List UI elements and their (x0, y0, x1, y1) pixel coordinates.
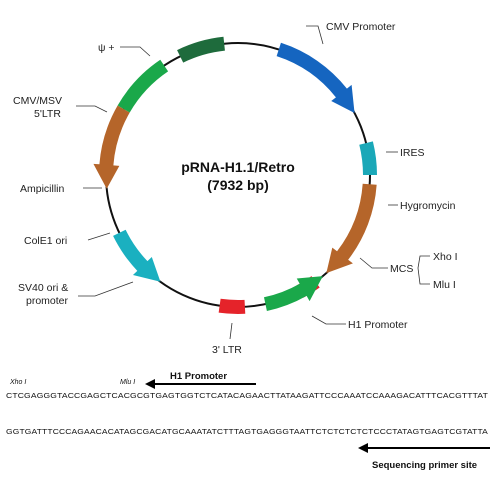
label-mcs-xho: Xho I (433, 251, 458, 263)
h1-promoter-arrow (145, 379, 256, 389)
label-hygromycin: Hygromycin (400, 200, 456, 212)
plasmid-size: (7932 bp) (207, 177, 268, 193)
feature-ampicillin (93, 105, 130, 189)
feature-ires (359, 141, 377, 175)
label-5ltr-line2: 5'LTR (34, 108, 61, 120)
seq-site-mlu: Mlu I (120, 379, 135, 386)
feature-ltr5 (117, 59, 169, 113)
seq-site-xho: Xho I (9, 379, 26, 386)
plasmid-name: pRNA-H1.1/Retro (181, 159, 295, 175)
label-cole1: ColE1 ori (24, 235, 67, 247)
feature-cmv-promoter (276, 42, 355, 114)
label-sv40-line2: promoter (26, 295, 69, 307)
sequence-line-2: GGTGATTTCCCAGAACACATAGCGACATGCAAATATCTTT… (6, 427, 489, 436)
seq-h1-arrow-label: H1 Promoter (170, 371, 227, 382)
label-cmv-promoter: CMV Promoter (326, 21, 396, 33)
label-ampicillin: Ampicillin (20, 183, 65, 195)
feature-psi (177, 36, 225, 63)
seq-primer-label: Sequencing primer site (372, 460, 477, 471)
leader-lines (76, 25, 430, 340)
label-ires: IRES (400, 147, 425, 159)
label-sv40-line1: SV40 ori & (18, 282, 68, 294)
feature-hygromycin (326, 183, 377, 274)
label-mcs: MCS (390, 263, 413, 275)
label-mcs-mlu: Mlu I (433, 279, 456, 291)
feature-h1-promoter (263, 276, 323, 311)
feature-ltr3 (218, 298, 246, 314)
sequencing-primer-arrow (358, 443, 490, 453)
sequence-line-1: CTCGAGGGTACCGAGCTCACGCGTGAGTGGTCTCATACAG… (6, 391, 488, 400)
feature-sv40 (113, 229, 161, 282)
label-h1-promoter: H1 Promoter (348, 319, 408, 331)
label-3ltr: 3' LTR (212, 344, 242, 356)
label-5ltr-line1: CMV/MSV (13, 95, 62, 107)
label-psi: ψ + (98, 42, 115, 54)
